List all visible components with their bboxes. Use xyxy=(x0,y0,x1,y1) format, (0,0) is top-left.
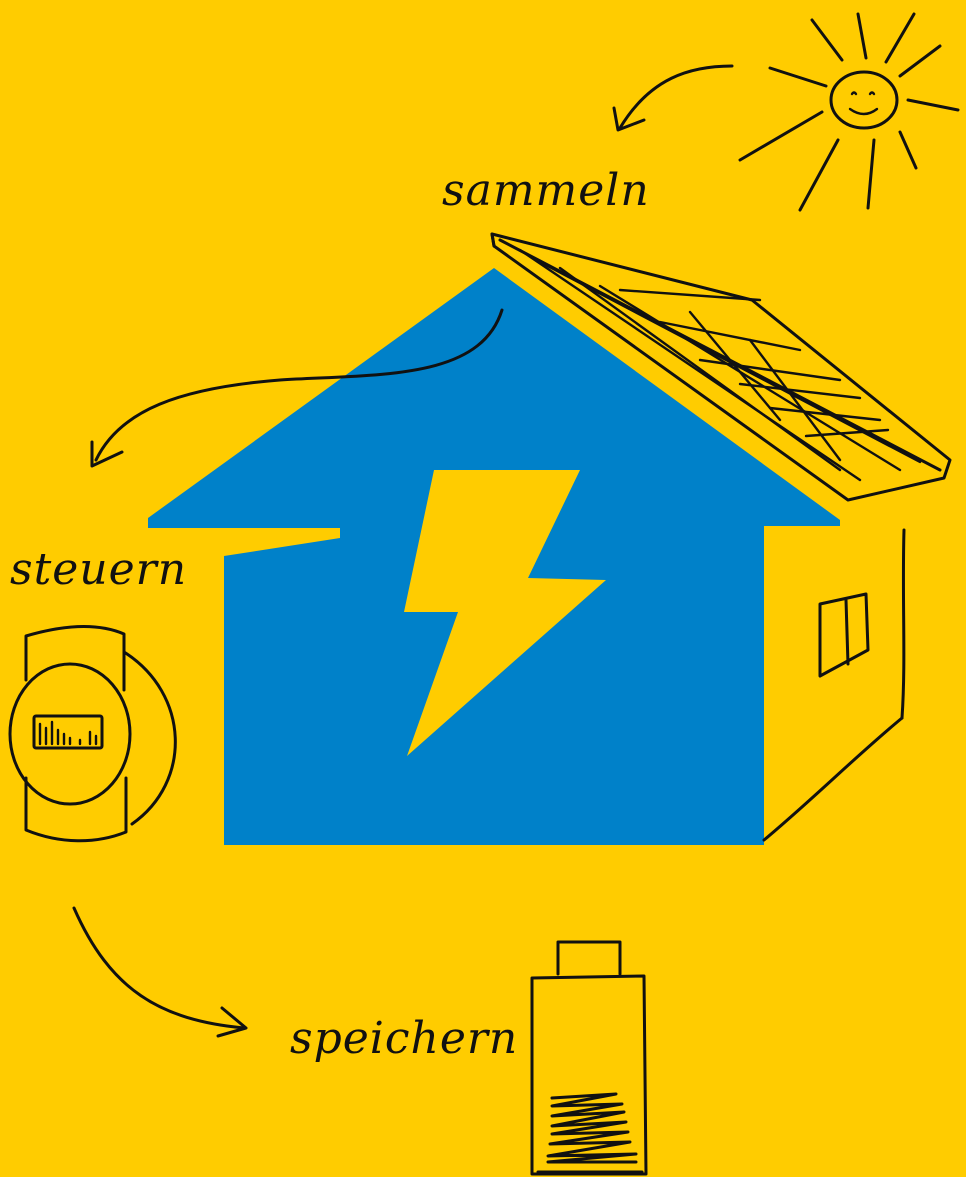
label-control: steuern xyxy=(10,544,188,595)
solar-panel-icon xyxy=(490,232,952,502)
battery-icon xyxy=(530,940,648,1176)
arrow-meter-to-storage xyxy=(72,906,248,1038)
house-side-outline xyxy=(762,528,906,842)
smart-meter-icon xyxy=(8,625,177,843)
sun-icon xyxy=(738,12,960,212)
arrow-roof-to-meter xyxy=(90,308,504,468)
label-store: speichern xyxy=(290,1013,519,1064)
arrow-sun-to-roof xyxy=(612,64,734,132)
lightning-bolt-icon xyxy=(404,470,606,756)
label-collect: sammeln xyxy=(442,165,650,216)
